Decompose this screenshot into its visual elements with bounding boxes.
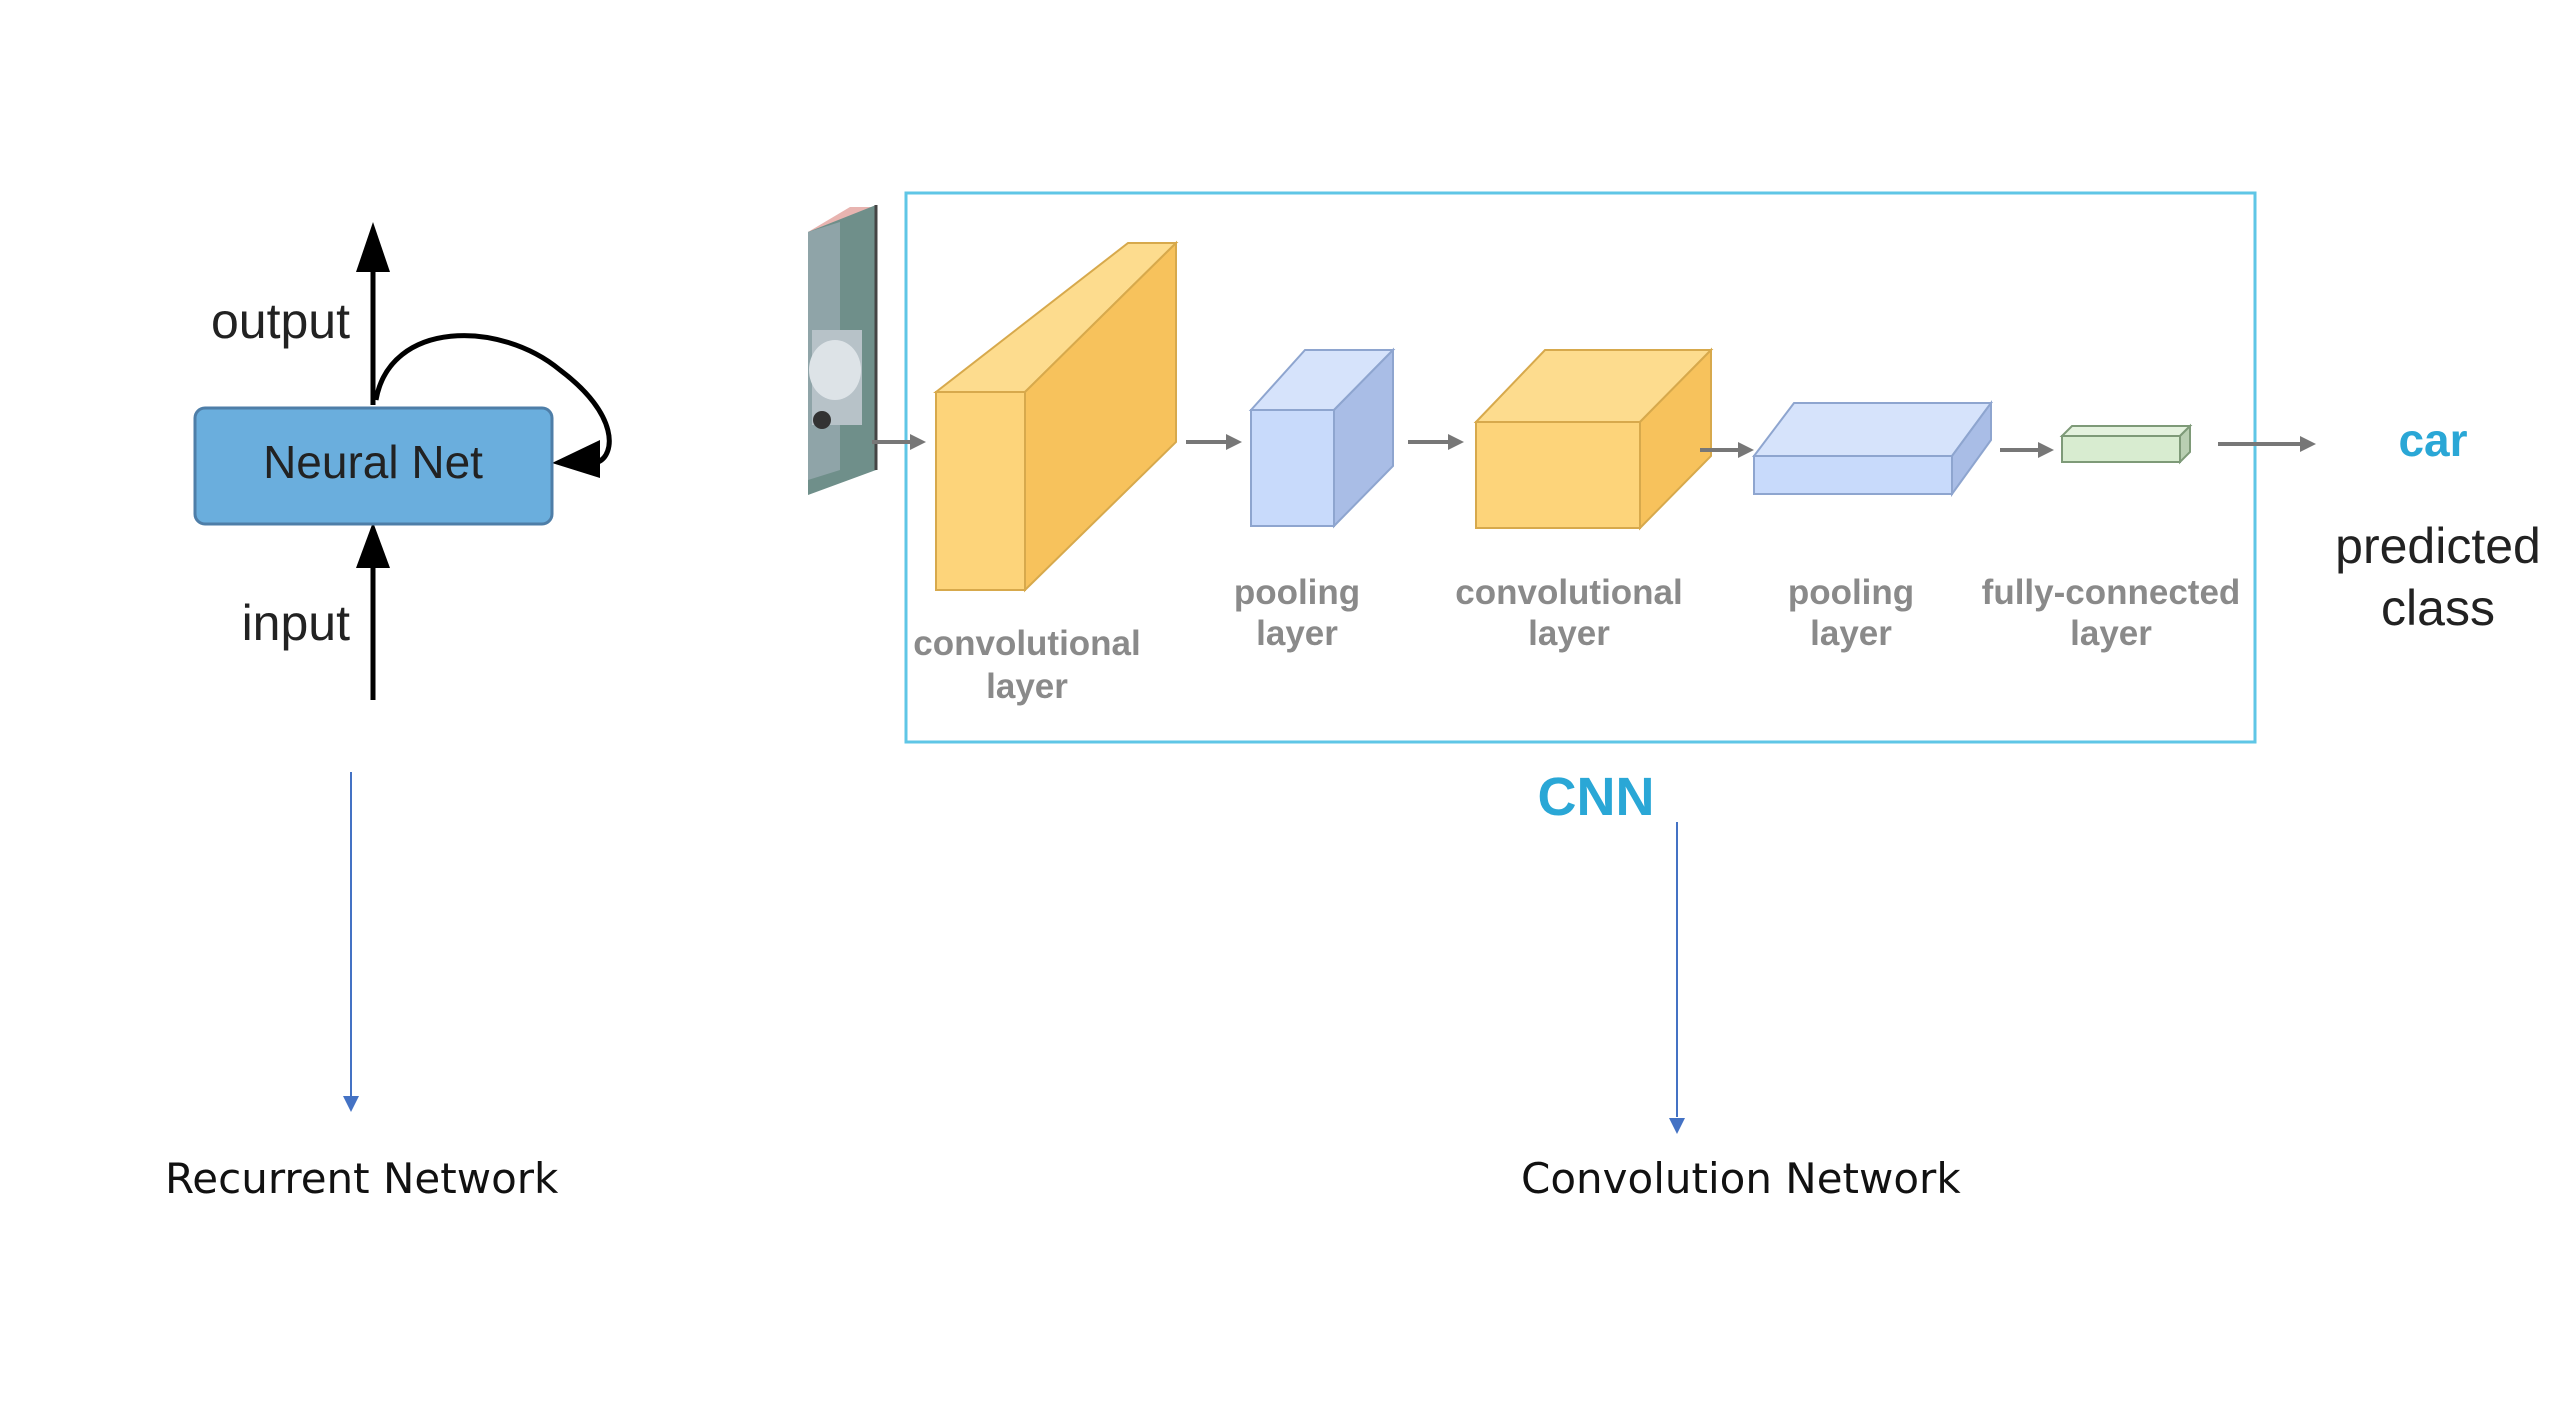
layer-1-label-line2: layer	[986, 667, 1068, 706]
input-label: input	[242, 595, 351, 651]
input-image	[808, 205, 878, 495]
recurrent-loop-arrow	[373, 333, 612, 465]
cnn-caption: Convolution Network	[1521, 1154, 1961, 1203]
flow-arrow-4	[1738, 442, 1754, 458]
cnn-pointer-arrowhead	[1669, 1118, 1685, 1134]
layer-4-label-line2: layer	[1810, 614, 1892, 653]
flow-arrow-5	[2038, 442, 2054, 458]
fc-layer-block	[2059, 423, 2193, 465]
pool-layer-2-block	[1751, 399, 1993, 498]
layer-5-label-line1: fully-connected	[1982, 573, 2241, 612]
output-class-label: car	[2398, 414, 2467, 466]
flow-arrow-1	[910, 434, 926, 450]
layer-3-label-line2: layer	[1528, 614, 1610, 653]
rnn-caption: Recurrent Network	[165, 1154, 559, 1203]
conv-layer-1-block	[933, 240, 1179, 593]
output-arrowhead	[356, 222, 390, 272]
conv-layer-2-block	[1473, 347, 1714, 531]
cnn-diagram: convolutional layer pooling layer convol…	[808, 191, 2541, 827]
flow-arrow-3	[1448, 434, 1464, 450]
pool-layer-1-block	[1248, 347, 1396, 529]
predicted-class-line1: predicted	[2335, 518, 2541, 574]
cnn-frame	[904, 191, 2257, 744]
layer-5-label-line2: layer	[2070, 614, 2152, 653]
layer-2-label-line2: layer	[1256, 614, 1338, 653]
flow-arrow-6	[2300, 436, 2316, 452]
output-label: output	[211, 293, 350, 349]
recurrent-loop-arrowhead	[552, 440, 600, 478]
rnn-diagram: Neural Net output input	[193, 222, 612, 700]
layer-1-label-line1: convolutional	[913, 624, 1141, 663]
cnn-title: CNN	[1538, 767, 1655, 827]
predicted-class-line2: class	[2381, 580, 2495, 636]
layer-2-label-line1: pooling	[1234, 573, 1360, 612]
input-arrowhead	[356, 522, 390, 568]
layer-3-label-line1: convolutional	[1455, 573, 1683, 612]
layer-4-label-line1: pooling	[1788, 573, 1914, 612]
rnn-pointer-arrowhead	[343, 1096, 359, 1112]
flow-arrow-2	[1226, 434, 1242, 450]
neural-net-node	[193, 406, 554, 526]
neural-net-label: Neural Net	[263, 436, 483, 488]
